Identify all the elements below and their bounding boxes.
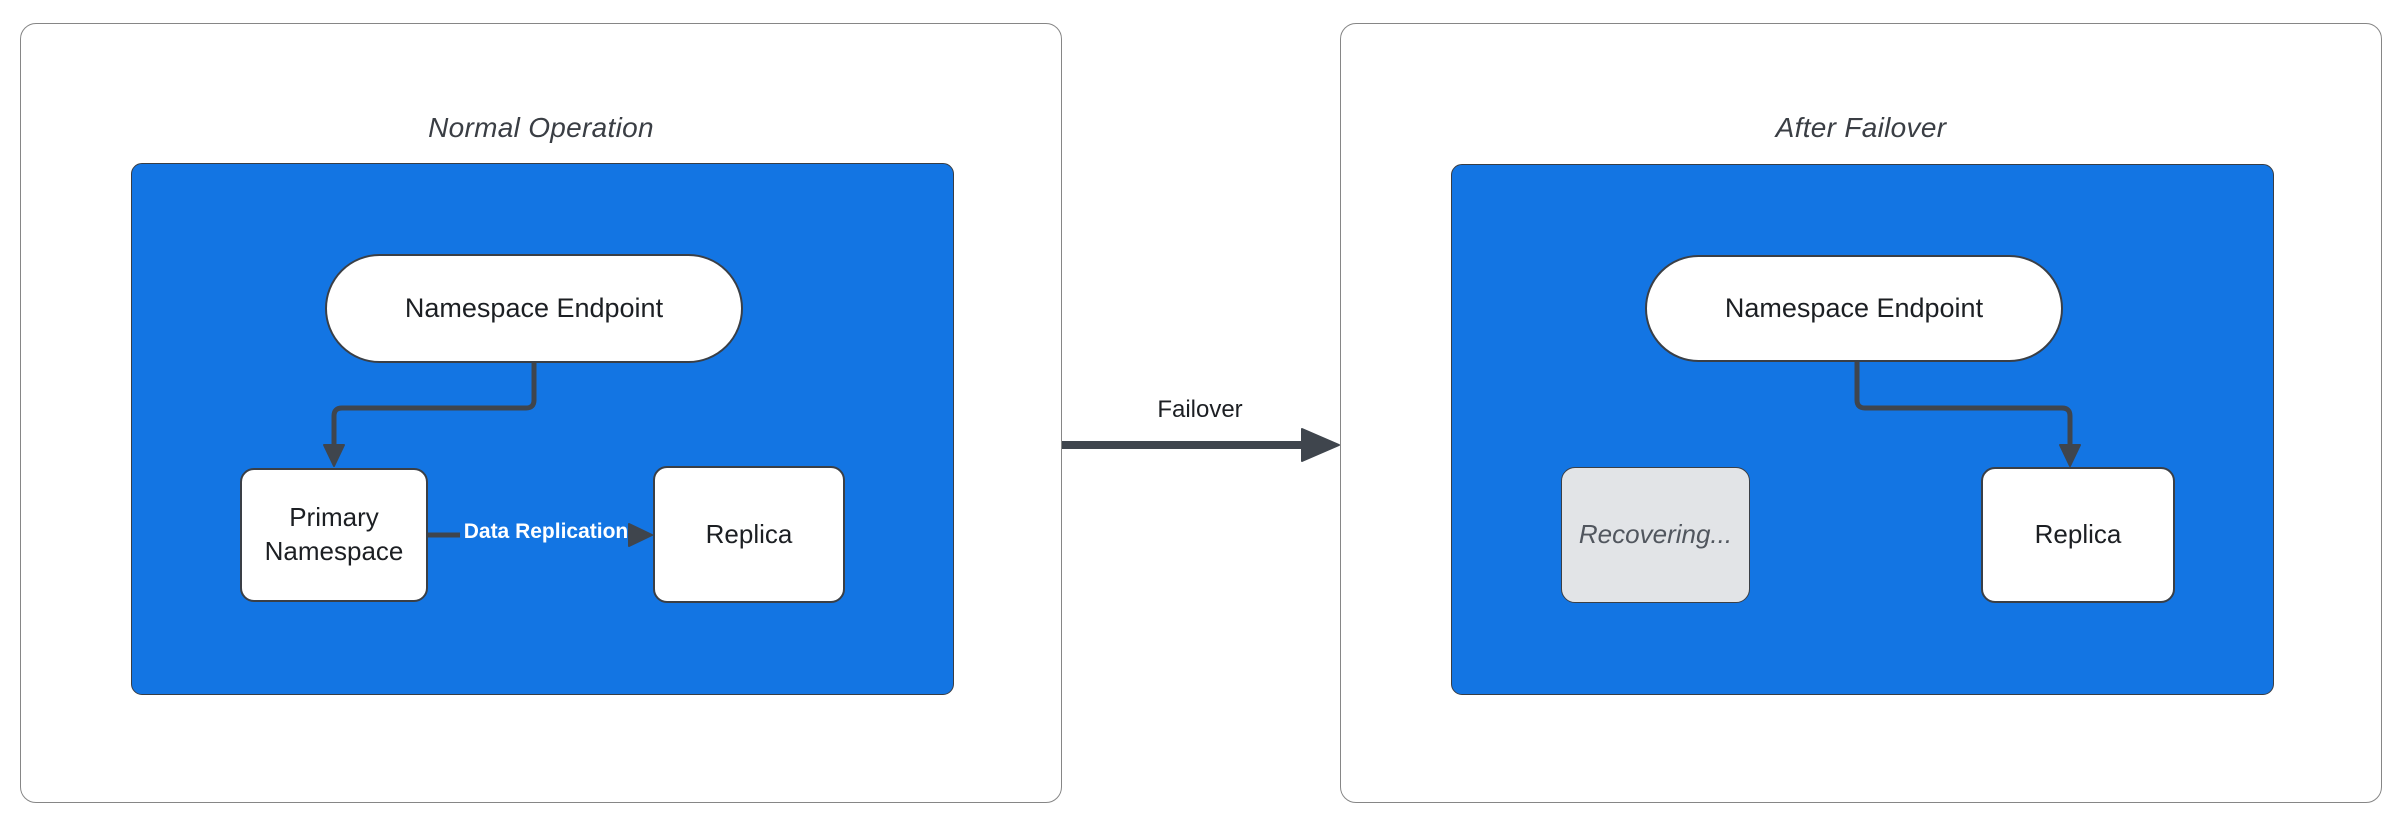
node-label: Primary Namespace (264, 502, 404, 566)
cluster-failover-namespace (1451, 164, 2274, 695)
endpoint-to-replica-arrow (1854, 361, 2081, 467)
failover-label: Failover (1157, 396, 1243, 423)
cluster-normal-namespace (131, 163, 954, 695)
recovering-node: Recovering... (1561, 467, 1750, 603)
data-replication-label: Data Replication (463, 520, 629, 543)
replica-node-failover: Replica (1981, 467, 2175, 603)
endpoint-to-primary-arrow (323, 361, 537, 467)
node-label: Namespace Endpoint (1724, 293, 1984, 323)
node-label: Replica (705, 518, 793, 549)
data-replication-arrow (428, 523, 653, 547)
node-label: Recovering... (1578, 519, 1733, 550)
panel-title-normal-operation: Normal Operation (428, 112, 654, 143)
failover-arrow (1062, 428, 1340, 462)
panel-title-after-failover: After Failover (1775, 112, 1947, 143)
replica-node-normal: Replica (653, 466, 845, 603)
namespace-endpoint-node-failover: Namespace Endpoint (1645, 255, 2063, 362)
primary-namespace-node: Primary Namespace (240, 468, 428, 602)
node-label: Replica (2034, 519, 2122, 550)
node-label: Namespace Endpoint (404, 293, 664, 323)
namespace-endpoint-node-normal: Namespace Endpoint (325, 254, 743, 363)
